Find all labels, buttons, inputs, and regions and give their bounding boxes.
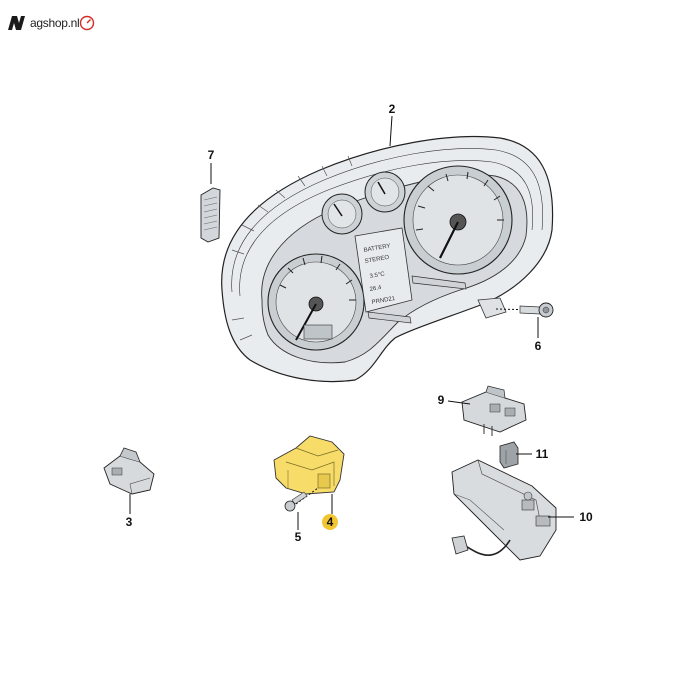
instrument-cluster: BATTERY STEREO 3.5°C 26.4 PRND21: [221, 135, 554, 383]
label-part-5: 5: [295, 530, 302, 544]
label-part-3: 3: [126, 515, 133, 529]
label-part-2: 2: [389, 102, 396, 116]
leader-2: [389, 115, 393, 147]
label-part-4-highlight: [322, 514, 338, 530]
right-small-gauge: [364, 171, 406, 213]
screw-5: [284, 487, 319, 512]
left-small-gauge: [321, 193, 363, 235]
plug-3: [103, 447, 155, 495]
tachometer-gauge: [403, 165, 513, 275]
center-display: BATTERY STEREO 3.5°C 26.4 PRND21: [354, 227, 413, 313]
label-part-9: 9: [438, 393, 445, 407]
label-part-6: 6: [535, 339, 542, 353]
housing-10: [451, 459, 557, 561]
clip-11: [499, 441, 519, 469]
brand-logo: agshop.nl: [8, 12, 95, 34]
connector-7: [200, 187, 221, 243]
label-part-11: 11: [536, 447, 549, 461]
display-line-1: BATTERY: [363, 243, 391, 254]
brand-n-mark-icon: [8, 16, 25, 30]
label-part-7: 7: [208, 148, 215, 162]
bracket-4: [273, 435, 345, 495]
reset-stem-lower: [367, 311, 412, 324]
display-line-4: 26.4: [369, 285, 382, 293]
reset-stem-upper: [411, 275, 467, 290]
display-line-2: STEREO: [364, 255, 390, 265]
speedometer-gauge: [267, 253, 365, 351]
brand-name: agshop.nl: [30, 16, 80, 30]
display-line-5: PRND21: [371, 296, 396, 306]
label-part-4: 4: [327, 515, 334, 529]
label-part-10: 10: [579, 510, 593, 524]
display-line-3: 3.5°C: [369, 271, 386, 280]
switch-9: [461, 385, 527, 436]
leader-9: [447, 400, 471, 405]
screw-6: [495, 302, 554, 318]
speedometer-icon: [80, 15, 95, 31]
